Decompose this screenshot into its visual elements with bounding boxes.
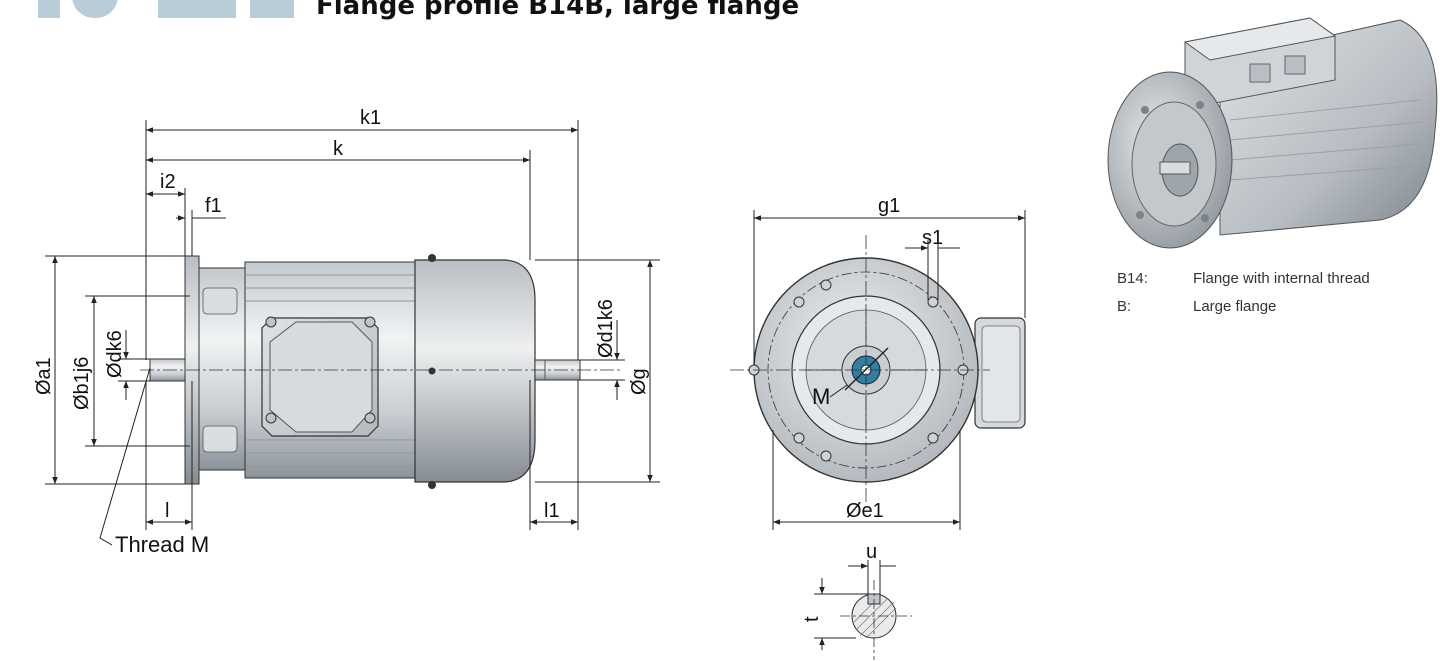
legend-text: Large flange [1193,298,1277,315]
legend-row-b: B: Large flange [1117,298,1276,315]
thread-label: Thread M [115,532,209,557]
dim-g1-label: g1 [878,195,900,217]
dim-u-label: u [866,541,877,563]
dim-dk6-label: Ødk6 [104,330,126,378]
logo-block-4 [250,0,294,18]
dim-b1j6-label: Øb1j6 [71,357,93,410]
fan-cover [414,259,536,483]
logo-block-2 [72,0,118,18]
logo-block-3 [158,0,236,18]
legend-code: B: [1117,298,1132,315]
front-view-drawing: g1 s1 Øe1 M u t [730,195,1026,660]
dim-g-label: Øg [628,368,650,395]
dim-e1-label: Øe1 [846,500,884,522]
dim-a1-label: Øa1 [33,357,55,395]
side-view-drawing: k1 k i2 f1 l l1 Thread M Øa1 Øb1j6 Ødk6 … [33,107,660,557]
dim-m-label: M [812,384,830,409]
page-title: Flange profile B14B, large flange [316,0,800,21]
legend-code: B14: [1117,270,1148,287]
dim-d1k6-label: Ød1k6 [595,299,617,358]
legend-row-b14: B14: Flange with internal thread [1117,270,1370,287]
shaft-section [840,580,912,660]
motor-3d-render [1107,17,1438,249]
dim-f1-label: f1 [205,195,222,217]
dim-k-label: k [333,138,344,160]
logo-block-1 [38,0,60,18]
dim-l-label: l [165,500,169,522]
dim-i2-label: i2 [160,171,176,193]
legend-text: Flange with internal thread [1193,270,1370,287]
dim-k1-label: k1 [360,107,381,129]
dim-l1-label: l1 [544,500,560,522]
dim-t-label: t [801,616,823,622]
dim-s1-label: s1 [922,227,943,249]
